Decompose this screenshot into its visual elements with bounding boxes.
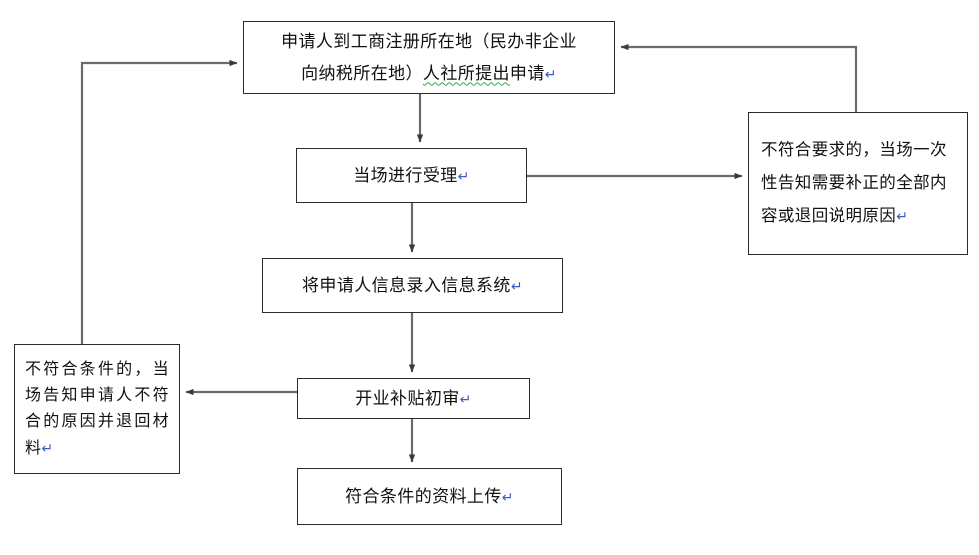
node-accept-label: 当场进行受理↵ <box>297 161 526 191</box>
pilcrow-icon: ↵ <box>457 167 470 184</box>
pilcrow-icon: ↵ <box>544 65 557 82</box>
node-apply-line2-pre: 向纳税所在地） <box>301 63 423 83</box>
node-apply[interactable]: 申请人到工商注册所在地（民办非企业向纳税所在地）人社所提出申请↵ <box>243 21 615 94</box>
node-initial-review-text: 开业补贴初审 <box>355 388 460 408</box>
node-requirements-not-met-label: 不符合要求的，当场一次性告知需要补正的全部内容或退回说明原因↵ <box>749 134 967 233</box>
node-conditions-not-met[interactable]: 不符合条件的，当场告知申请人不符合的原因并退回材料↵ <box>14 344 180 474</box>
node-accept-text: 当场进行受理 <box>353 165 458 185</box>
pilcrow-icon: ↵ <box>459 390 472 407</box>
node-upload-materials-label: 符合条件的资料上传↵ <box>298 482 561 512</box>
node-information-entry[interactable]: 将申请人信息录入信息系统↵ <box>262 258 563 313</box>
edge-notmeet-cond-to-apply <box>80 59 238 344</box>
node-requirements-not-met[interactable]: 不符合要求的，当场一次性告知需要补正的全部内容或退回说明原因↵ <box>748 112 968 255</box>
node-initial-review[interactable]: 开业补贴初审↵ <box>297 378 530 419</box>
node-conditions-not-met-label: 不符合条件的，当场告知申请人不符合的原因并退回材料↵ <box>15 357 179 462</box>
pilcrow-icon: ↵ <box>41 439 54 456</box>
node-information-entry-text: 将申请人信息录入信息系统 <box>302 275 511 295</box>
node-information-entry-label: 将申请人信息录入信息系统↵ <box>263 271 562 301</box>
node-initial-review-label: 开业补贴初审↵ <box>298 384 529 414</box>
pilcrow-icon: ↵ <box>501 488 514 505</box>
node-upload-materials[interactable]: 符合条件的资料上传↵ <box>297 468 562 525</box>
node-requirements-not-met-text: 不符合要求的，当场一次性告知需要补正的全部内容或退回说明原因 <box>761 141 947 225</box>
node-upload-materials-text: 符合条件的资料上传 <box>345 486 502 506</box>
node-conditions-not-met-text: 不符合条件的，当场告知申请人不符合的原因并退回材料 <box>25 360 169 457</box>
pilcrow-icon: ↵ <box>510 277 523 294</box>
node-apply-line1: 申请人到工商注册所在地（民办非企业 <box>281 31 577 51</box>
edge-notmeet-req-to-apply <box>620 43 858 112</box>
node-accept[interactable]: 当场进行受理↵ <box>296 148 527 203</box>
node-apply-line2-post: 申请 <box>509 63 545 83</box>
node-apply-line2-spellchecked: 人社所提出 <box>422 63 510 83</box>
pilcrow-icon: ↵ <box>896 208 909 224</box>
node-apply-label: 申请人到工商注册所在地（民办非企业向纳税所在地）人社所提出申请↵ <box>244 26 614 90</box>
